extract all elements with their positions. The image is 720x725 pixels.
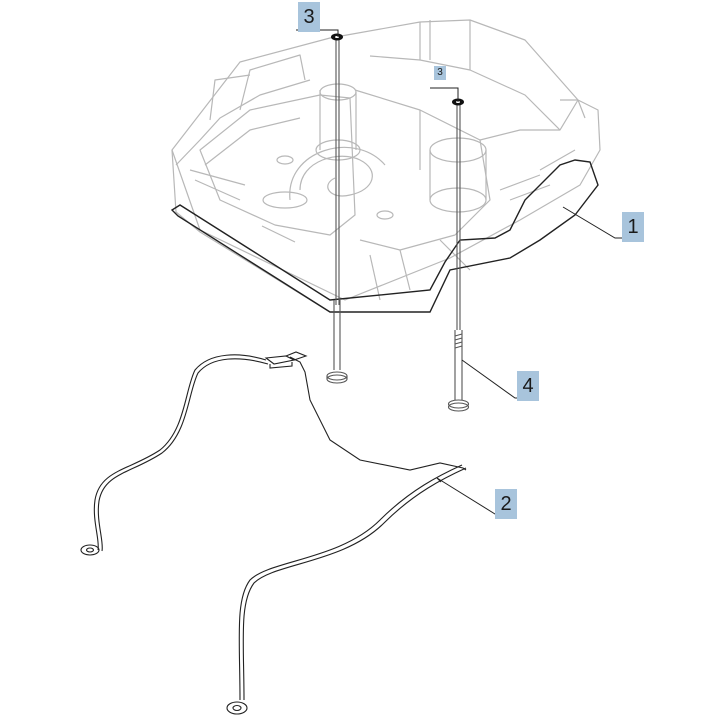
callout-screw: 4 [517, 371, 539, 401]
callout-cable: 2 [495, 489, 517, 519]
housing-body [171, 19, 601, 313]
cable-assembly [80, 351, 467, 715]
housing-gasket [170, 159, 599, 313]
screw-left [326, 40, 348, 384]
callout-housing: 1 [622, 212, 644, 242]
washer-top [331, 33, 343, 41]
callout-washer-top: 3 [298, 2, 320, 32]
callout-washer-small: 3 [434, 66, 446, 80]
screw-right [447, 102, 470, 412]
